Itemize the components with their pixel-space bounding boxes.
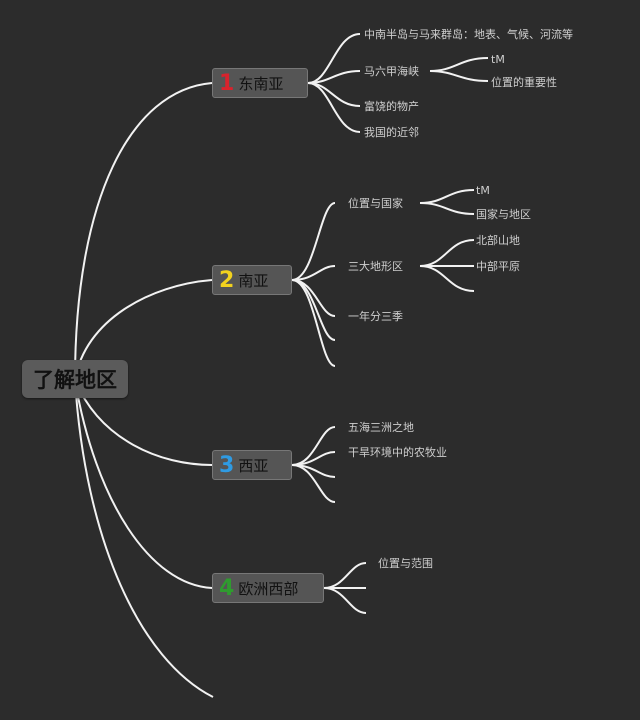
subtopic-item[interactable]: 中南半岛与马来群岛：地表、气候、河流等 [364, 28, 573, 41]
sub-branch-line [429, 57, 489, 72]
subsubtopic-item[interactable]: 中部平原 [476, 260, 520, 273]
subsubtopic-item[interactable]: tM [476, 184, 490, 197]
branch-line [74, 379, 213, 466]
sub-branch-line [419, 189, 475, 204]
sub-branch-line [419, 202, 475, 215]
subsubtopic-item[interactable]: 北部山地 [476, 234, 520, 247]
subtopic-item[interactable]: 三大地形区 [348, 260, 403, 273]
topic-node-south-asia[interactable]: 2 南亚 [212, 265, 292, 295]
root-label: 了解地区 [33, 368, 117, 392]
subtopic-item[interactable]: 一年分三季 [348, 310, 403, 323]
sub-branch-line [291, 265, 336, 281]
subtopic-item[interactable]: 位置与范围 [378, 557, 433, 570]
sub-branch-line [291, 202, 336, 281]
subtopic-item[interactable]: 我国的近邻 [364, 126, 419, 139]
branch-line [74, 379, 213, 589]
topic-number: 2 [219, 267, 235, 293]
sub-branch-line [291, 464, 336, 503]
sub-branch-line [323, 562, 367, 589]
root-node[interactable]: 了解地区 [22, 360, 128, 398]
branch-line [74, 379, 214, 698]
subtopic-item[interactable]: 五海三洲之地 [348, 421, 414, 434]
topic-number: 3 [219, 452, 235, 478]
topic-label: 东南亚 [238, 74, 284, 93]
subtopic-item[interactable]: 富饶的物产 [364, 100, 419, 113]
subsubtopic-item[interactable]: 国家与地区 [476, 208, 531, 221]
subtopic-item[interactable]: 马六甲海峡 [364, 65, 419, 78]
sub-branch-line [419, 239, 475, 267]
subsubtopic-item[interactable]: tM [491, 53, 505, 66]
topic-number: 4 [219, 575, 235, 601]
topic-label: 西亚 [238, 456, 269, 475]
topic-label: 南亚 [238, 271, 269, 290]
topic-node-western-europe[interactable]: 4 欧洲西部 [212, 573, 324, 603]
branch-line [74, 279, 213, 381]
topic-node-southeast-asia[interactable]: 1 东南亚 [212, 68, 308, 98]
topic-number: 1 [219, 70, 235, 96]
sub-branch-line [307, 82, 361, 133]
subtopic-item[interactable]: 干旱环境中的农牧业 [348, 446, 447, 459]
topic-node-west-asia[interactable]: 3 西亚 [212, 450, 292, 480]
topic-label: 欧洲西部 [238, 579, 299, 598]
branch-line [74, 82, 213, 381]
subtopic-item[interactable]: 位置与国家 [348, 197, 403, 210]
sub-branch-line [323, 587, 367, 614]
sub-branch-line [291, 279, 336, 367]
sub-branch-line [419, 265, 475, 292]
subsubtopic-item[interactable]: 位置的重要性 [491, 76, 557, 89]
sub-branch-line [429, 70, 489, 82]
